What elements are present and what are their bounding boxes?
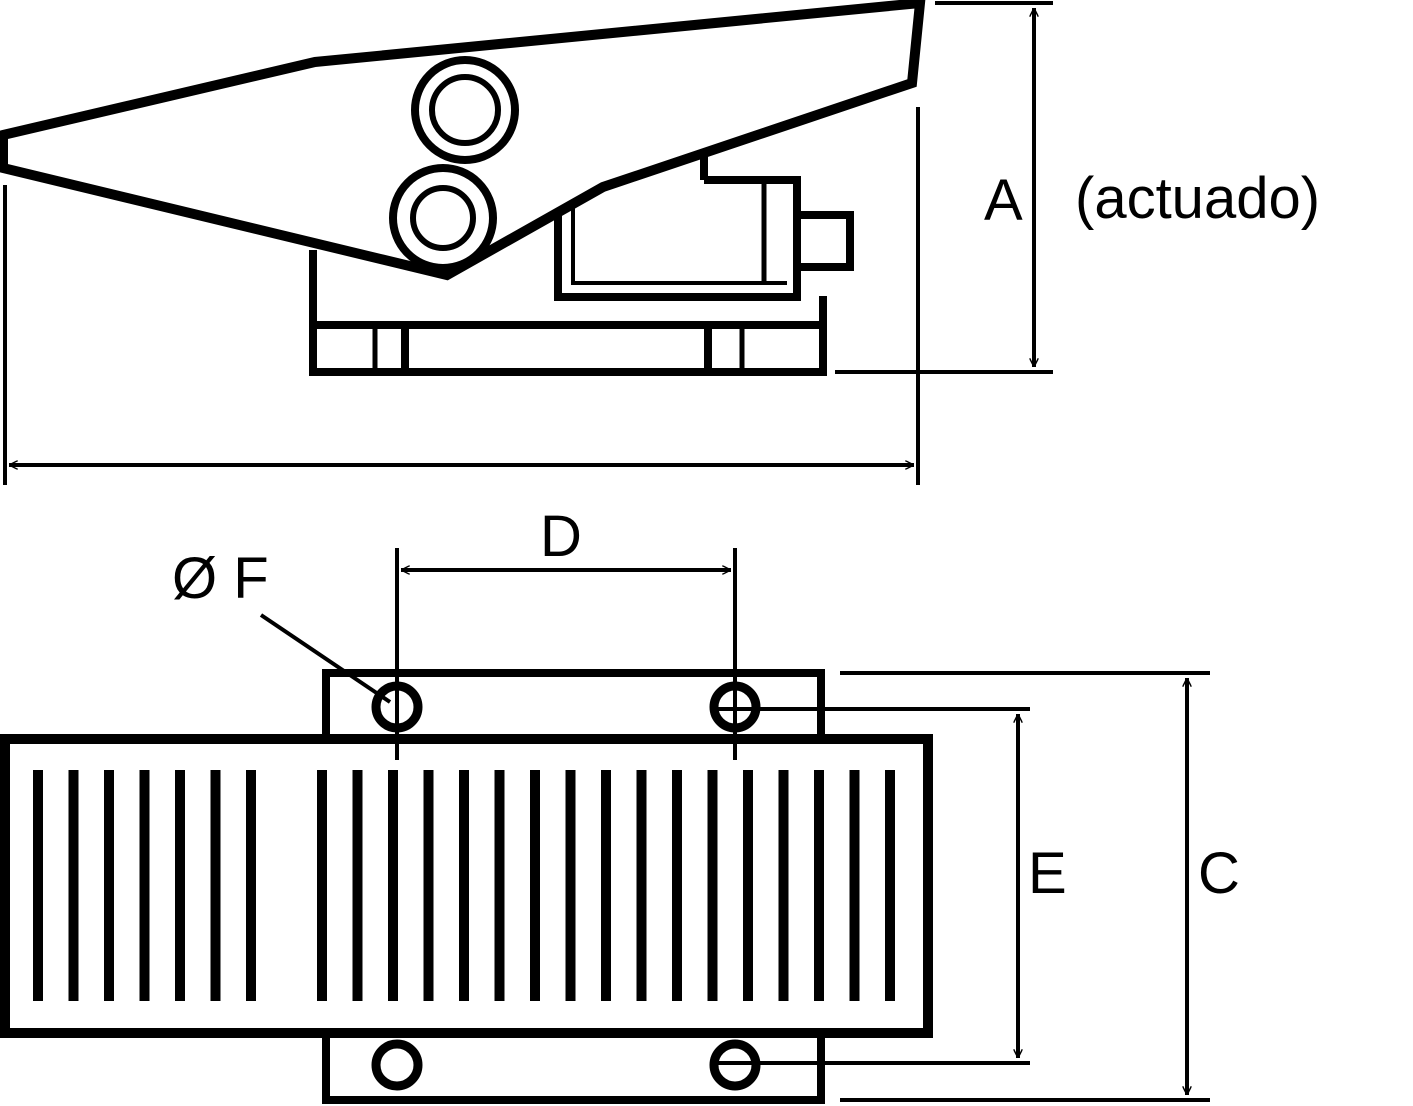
actuated-note: (actuado) — [1075, 166, 1320, 231]
pedal-base — [309, 250, 827, 376]
dimension-d — [395, 548, 737, 760]
dimension-a — [835, 1, 1053, 374]
valve-plunger — [793, 211, 854, 271]
dimension-d-label: D — [540, 504, 582, 569]
side-view — [0, 0, 926, 376]
dimension-a-label: A — [984, 168, 1023, 233]
mounting-plate-top — [322, 669, 825, 738]
mounting-plate-bottom — [322, 1033, 825, 1104]
dimension-e-label: E — [1028, 841, 1067, 906]
dimension-overall-length — [3, 107, 920, 485]
lower-roller — [389, 164, 497, 272]
valve-body — [554, 152, 854, 301]
dimension-c — [840, 671, 1210, 1102]
dimension-c-label: C — [1198, 841, 1240, 906]
dimension-f-label: Ø F — [172, 546, 269, 611]
dimension-e — [712, 707, 1030, 1065]
upper-roller — [411, 56, 519, 164]
tread-ribs — [33, 770, 895, 1001]
pedal-lever — [0, 0, 926, 281]
pedal-tread — [0, 734, 933, 1038]
dimension-f-leader — [259, 613, 392, 704]
mounting-hole-bottom-left — [371, 1039, 423, 1091]
top-view — [0, 669, 933, 1104]
